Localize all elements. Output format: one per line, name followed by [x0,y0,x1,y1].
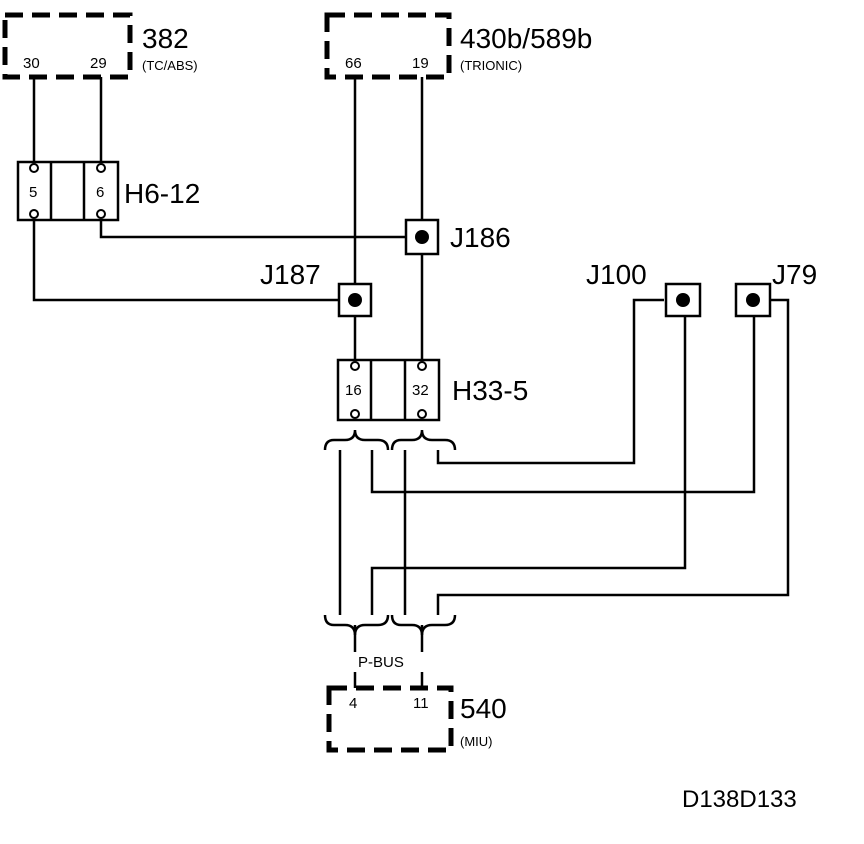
wire-h6-pin6-j186 [99,220,406,239]
connector-h33-5-pin-16-top [350,361,360,371]
connector-h6-12-pin-6-bottom [96,209,106,219]
junction-j186-label: J186 [450,222,511,253]
junction-j100: J100 [586,259,702,318]
brace-lower-left [323,614,390,636]
pbus-label: P-BUS [358,654,404,671]
diagram-code: D138D133 [682,786,797,813]
component-540-pin-4: 4 [349,695,357,712]
wire-j79-lower [436,298,790,615]
junction-j79-label: J79 [772,259,817,290]
twisted-pair-braces [323,429,457,636]
connector-h6-12-pin-5-top [29,163,39,173]
connector-h33-5-pin-32-bottom [417,409,427,419]
component-trionic-desc: (TRIONIC) [460,58,522,73]
wire-h6-pin5-j187 [32,220,339,302]
junction-j187: J187 [260,259,373,318]
brace-upper-left [323,429,390,451]
brace-lower-right [390,614,457,636]
component-trionic-pin-66: 66 [345,55,362,72]
wire-pair2-b-j100 [436,298,664,465]
component-382: 30 29 382 (TC/ABS) [2,12,198,80]
junction-j100-dot [676,293,690,307]
connector-h33-5-id: H33-5 [452,375,528,406]
component-540-desc: (MIU) [460,734,493,749]
junction-j79-dot [746,293,760,307]
junction-j186: J186 [404,218,511,256]
component-trionic-id: 430b/589b [460,23,592,54]
component-540: 4 11 540 (MIU) [326,685,507,753]
wires [32,77,790,688]
connector-h33-5-pin-16: 16 [345,382,362,399]
component-382-pin-30: 30 [23,55,40,72]
junction-j187-dot [348,293,362,307]
junction-j79: J79 [734,259,817,318]
connector-h33-5-pin-16-bottom [350,409,360,419]
connector-h33-5-pin-32: 32 [412,382,429,399]
connector-h6-12-id: H6-12 [124,178,200,209]
connector-h6-12: 5 6 H6-12 [16,160,200,222]
component-trionic-pin-19: 19 [412,55,429,72]
component-382-desc: (TC/ABS) [142,58,198,73]
wire-pair1-b-j79 [370,316,756,494]
connector-h33-5-pin-32-top [417,361,427,371]
junction-j100-label: J100 [586,259,647,290]
connector-h6-12-pin-6: 6 [96,184,104,201]
wire-j100-lower [370,316,687,615]
connector-h33-5: 16 32 H33-5 [336,358,528,422]
component-trionic-box [324,12,452,80]
component-540-box [326,685,454,753]
component-540-pin-11: 11 [413,695,429,712]
component-382-id: 382 [142,23,189,54]
brace-upper-right [390,429,457,451]
junction-j187-label: J187 [260,259,321,290]
junction-j186-dot [415,230,429,244]
component-430b-589b: 66 19 430b/589b (TRIONIC) [324,12,592,80]
component-382-box [2,12,133,80]
junction-j186-box [404,218,440,256]
connector-h6-12-pin-5-bottom [29,209,39,219]
connector-h6-12-pin-6-top [96,163,106,173]
component-382-pin-29: 29 [90,55,107,72]
component-540-id: 540 [460,693,507,724]
connector-h6-12-pin-5: 5 [29,184,37,201]
